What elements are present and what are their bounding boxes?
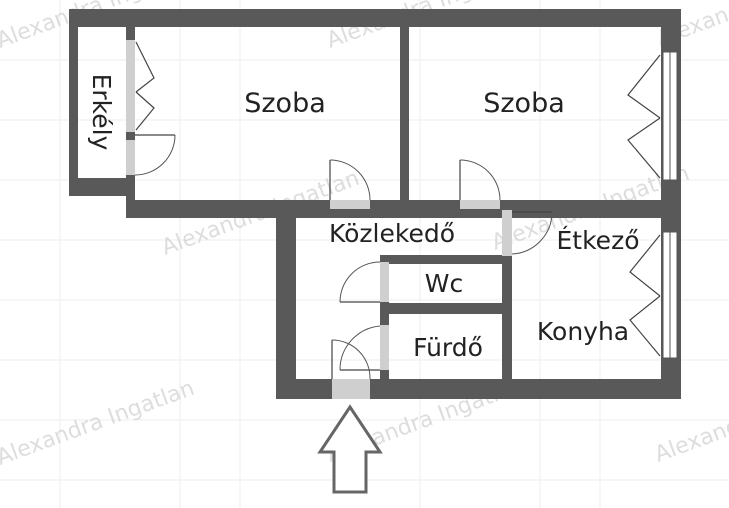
room-label-szoba-right: Szoba (483, 88, 565, 119)
room-label-kozlekedo: Közlekedő (329, 219, 455, 248)
openings (126, 40, 512, 399)
room-label-erkely: Erkély (87, 74, 116, 151)
watermark: Alexandra Ingatlan (0, 376, 198, 471)
room-label-furdo: Fürdő (413, 333, 483, 362)
room-label-konyha: Konyha (537, 317, 629, 346)
room-label-etkezo: Étkező (557, 226, 640, 255)
room-label-wc: Wc (425, 269, 463, 298)
room-label-szoba-left: Szoba (244, 88, 326, 119)
windows (135, 41, 678, 359)
doors (134, 134, 553, 380)
entrance-arrow-icon (317, 404, 383, 494)
